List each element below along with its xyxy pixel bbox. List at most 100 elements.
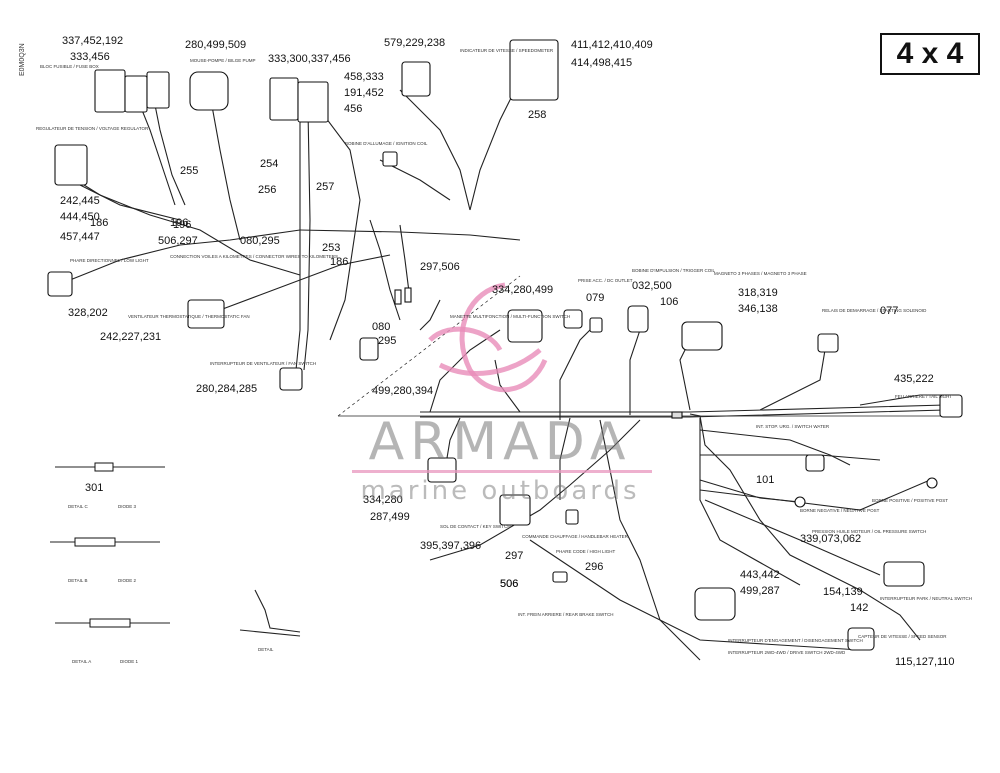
component-caption: BLOC FUSIBLE / FUSE BOX xyxy=(40,64,99,69)
part-number-label: 115,127,110 xyxy=(895,656,955,668)
component-caption: PRISE ACC. / DC OUTLET xyxy=(578,278,633,283)
part-number-label: 456 xyxy=(344,103,362,115)
model-badge: 4 x 4 xyxy=(880,33,980,75)
detail-caption: DETAIL xyxy=(258,647,274,652)
part-number-label: 101 xyxy=(756,474,774,486)
part-number-label: 333,300,337,456 xyxy=(268,53,351,65)
part-number-label: 186 xyxy=(90,217,108,229)
component-caption: INTERRUPTEUR 2WD-4WD / DRIVE SWITCH 2WD-… xyxy=(728,650,846,655)
wire-number-label: 506 xyxy=(500,578,518,590)
wire-number-label: 253 xyxy=(322,242,340,254)
part-number-label: 457,447 xyxy=(60,231,100,243)
fuse-box-center xyxy=(269,77,299,121)
sheet-code: E0M0Q3N xyxy=(19,43,26,76)
labels-layer: 337,452,192333,456280,499,509333,300,337… xyxy=(36,35,972,668)
part-number-label: 395,397,396 xyxy=(420,540,481,552)
component-caption: BORNE NEGATIVE / NEGATIVE POST xyxy=(800,508,880,513)
bilge-pump-connector xyxy=(189,71,229,111)
disengagement-switch xyxy=(694,587,736,621)
positive-post xyxy=(926,477,938,489)
part-number-label: 242,227,231 xyxy=(100,331,161,343)
component-caption: INDICATEUR DE VITESSE / SPEEDOMETER xyxy=(460,48,554,53)
magneto-connector xyxy=(681,321,723,351)
wire-number-label: 255 xyxy=(180,165,198,177)
part-number-label: 242,445 xyxy=(60,195,100,207)
component-caption: MANETTE MULTIFONCTION / MULTI-FUNCTION S… xyxy=(450,314,570,319)
part-number-label: 444,450 xyxy=(60,211,100,223)
component-caption: CONNECTION VOILES A KILOMETRES / CONNECT… xyxy=(170,254,338,259)
part-number-label: 079 xyxy=(586,292,604,304)
part-number-label: 297,506 xyxy=(420,261,460,273)
wire-number-label: 256 xyxy=(258,184,276,196)
component-caption: BOBINE D'IMPULSION / TRIGGER COIL xyxy=(632,268,716,273)
component-caption: INT. STOP. URG. / SWITCH WATER xyxy=(756,424,830,429)
component-caption: SOL DE CONTACT / KEY SWITCH xyxy=(440,524,511,529)
speed-sensor xyxy=(847,627,875,651)
component-caption: PRESSION HUILE MOTEUR / OIL PRESSURE SWI… xyxy=(812,529,926,534)
part-number-label: 435,222 xyxy=(894,373,934,385)
wire-number-label: 296 xyxy=(585,561,603,573)
voltage-regulator xyxy=(54,144,88,186)
speedometer-connector-left xyxy=(401,61,431,97)
detail-caption: DIODE 1 xyxy=(120,659,139,664)
component-caption: BOBINE D'ALLUMAGE / IGNITION COIL xyxy=(345,141,428,146)
part-number-label: 301 xyxy=(85,482,103,494)
component-caption: INT. FREIN ARRIERE / REAR BRAKE SWITCH xyxy=(518,612,614,617)
part-number-label: 506 xyxy=(500,578,518,590)
part-number-label: 295 xyxy=(378,335,396,347)
water-switch xyxy=(805,454,825,472)
part-number-label: 318,319 xyxy=(738,287,778,299)
part-number-label: 499,287 xyxy=(740,585,780,597)
component-caption: REGULATEUR DE TENSION / VOLTAGE REGULATO… xyxy=(36,126,149,131)
part-number-label: 077 xyxy=(880,305,898,317)
negative-post xyxy=(794,496,806,508)
tail-light xyxy=(939,394,963,418)
component-caption: COMMANDE CHAUFFAGE / HANDLEBAR HEATER xyxy=(522,534,629,539)
part-number-label: 499,280,394 xyxy=(372,385,433,397)
multi-function-switch xyxy=(507,309,543,343)
watermark-logo xyxy=(428,282,548,393)
wire-number-label: 257 xyxy=(316,181,334,193)
part-number-label: 334,280 xyxy=(363,494,403,506)
component-caption: PHARE DIRECTIONNEL / LOW LIGHT xyxy=(70,258,149,263)
fuse-box-left xyxy=(94,69,126,113)
part-number-label: 414,498,415 xyxy=(571,57,632,69)
speedometer-connector-right xyxy=(509,39,559,101)
part-number-label: 196 xyxy=(170,217,188,229)
handlebar-heater xyxy=(565,509,579,525)
wire-number-label: 186 xyxy=(330,256,348,268)
part-number-label: 154,139 xyxy=(823,586,863,598)
wire-number-label: 254 xyxy=(260,158,278,170)
part-number-label: 032,500 xyxy=(632,280,672,292)
part-number-label: 334,280,499 xyxy=(492,284,553,296)
wire-number-label: 258 xyxy=(528,109,546,121)
part-number-label: 280,284,285 xyxy=(196,383,257,395)
part-number-label: 328,202 xyxy=(68,307,108,319)
detail-caption: DETAIL A xyxy=(72,659,91,664)
component-caption: MAGNETO 3 PHASES / MAGNETO 3 PHASE xyxy=(714,271,807,276)
low-light-connector xyxy=(47,271,73,297)
watermark-underline xyxy=(352,470,652,473)
part-number-label: 337,452,192 xyxy=(62,35,123,47)
diode-details xyxy=(74,462,131,628)
part-number-label: 191,452 xyxy=(344,87,384,99)
oil-pressure-switch xyxy=(883,561,925,587)
part-number-label: 506,297 xyxy=(158,235,198,247)
detail-caption: DIODE 3 xyxy=(118,504,137,509)
component-caption: VENTILATEUR THERMOSTATIQUE / THERMOSTATI… xyxy=(128,314,250,319)
part-number-label: 106 xyxy=(660,296,678,308)
trigger-coil xyxy=(627,305,649,333)
part-number-label: 339,073,062 xyxy=(800,533,861,545)
rear-brake-switch xyxy=(552,571,568,583)
part-number-label: 458,333 xyxy=(344,71,384,83)
wire-number-label: 297 xyxy=(505,550,523,562)
part-number-label: 346,138 xyxy=(738,303,778,315)
component-caption: PHARE CODE / HIGH LIGHT xyxy=(556,549,616,554)
components xyxy=(47,39,963,651)
component-caption: RELAIS DE DEMARRAGE / STARTING SOLENOID xyxy=(822,308,927,313)
part-number-label: 579,229,238 xyxy=(384,37,445,49)
part-number-label: 080 xyxy=(372,321,390,333)
detail-caption: DETAIL C xyxy=(68,504,89,509)
part-number-label: 287,499 xyxy=(370,511,410,523)
